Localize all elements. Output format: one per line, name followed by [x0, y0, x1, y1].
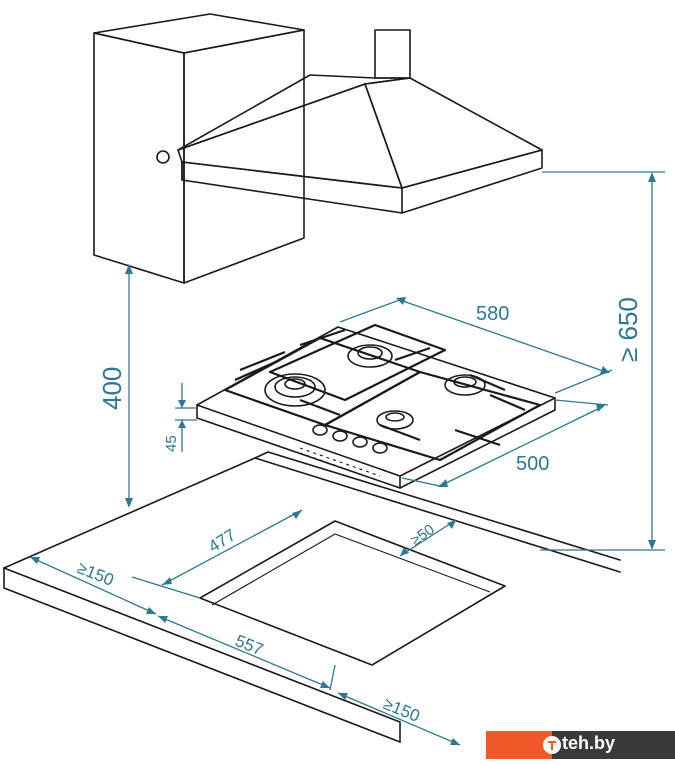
label-cutout-depth: 477	[205, 525, 239, 556]
burner-back-right	[444, 374, 486, 396]
label-hood-height: ≥ 650	[613, 297, 643, 362]
pan-supports	[223, 323, 542, 462]
watermark-orange-block	[486, 731, 552, 759]
label-left-clearance: ≥150	[75, 558, 117, 590]
label-back-clearance: ≥50	[408, 521, 438, 549]
control-knobs	[312, 424, 388, 454]
worktop	[3, 451, 621, 743]
dimension-lines	[29, 171, 665, 746]
burner-front-left	[264, 373, 326, 407]
wall-cabinet	[93, 13, 305, 284]
burner-back-left	[347, 344, 393, 368]
burner-front-right	[376, 410, 414, 430]
watermark-text: teh.by	[562, 733, 616, 753]
teh-logo-icon	[543, 736, 561, 754]
cooker-hood	[177, 29, 543, 214]
label-hob-depth: 500	[516, 453, 549, 475]
label-front-clearance: ≥150	[381, 694, 423, 726]
hob-vents	[299, 447, 381, 482]
burners	[264, 344, 486, 430]
label-cutout-width: 557	[233, 631, 266, 659]
dimension-labels: ≥ 650 400 580 500 45 477 557 ≥50 ≥150 ≥1…	[75, 297, 643, 726]
label-hob-width: 580	[476, 303, 509, 325]
label-hood-clearance: 400	[97, 367, 127, 410]
watermark-dark-block	[552, 731, 675, 759]
gas-hob	[196, 323, 556, 489]
watermark: teh.by	[486, 731, 675, 759]
label-hob-thickness: 45	[163, 435, 180, 452]
